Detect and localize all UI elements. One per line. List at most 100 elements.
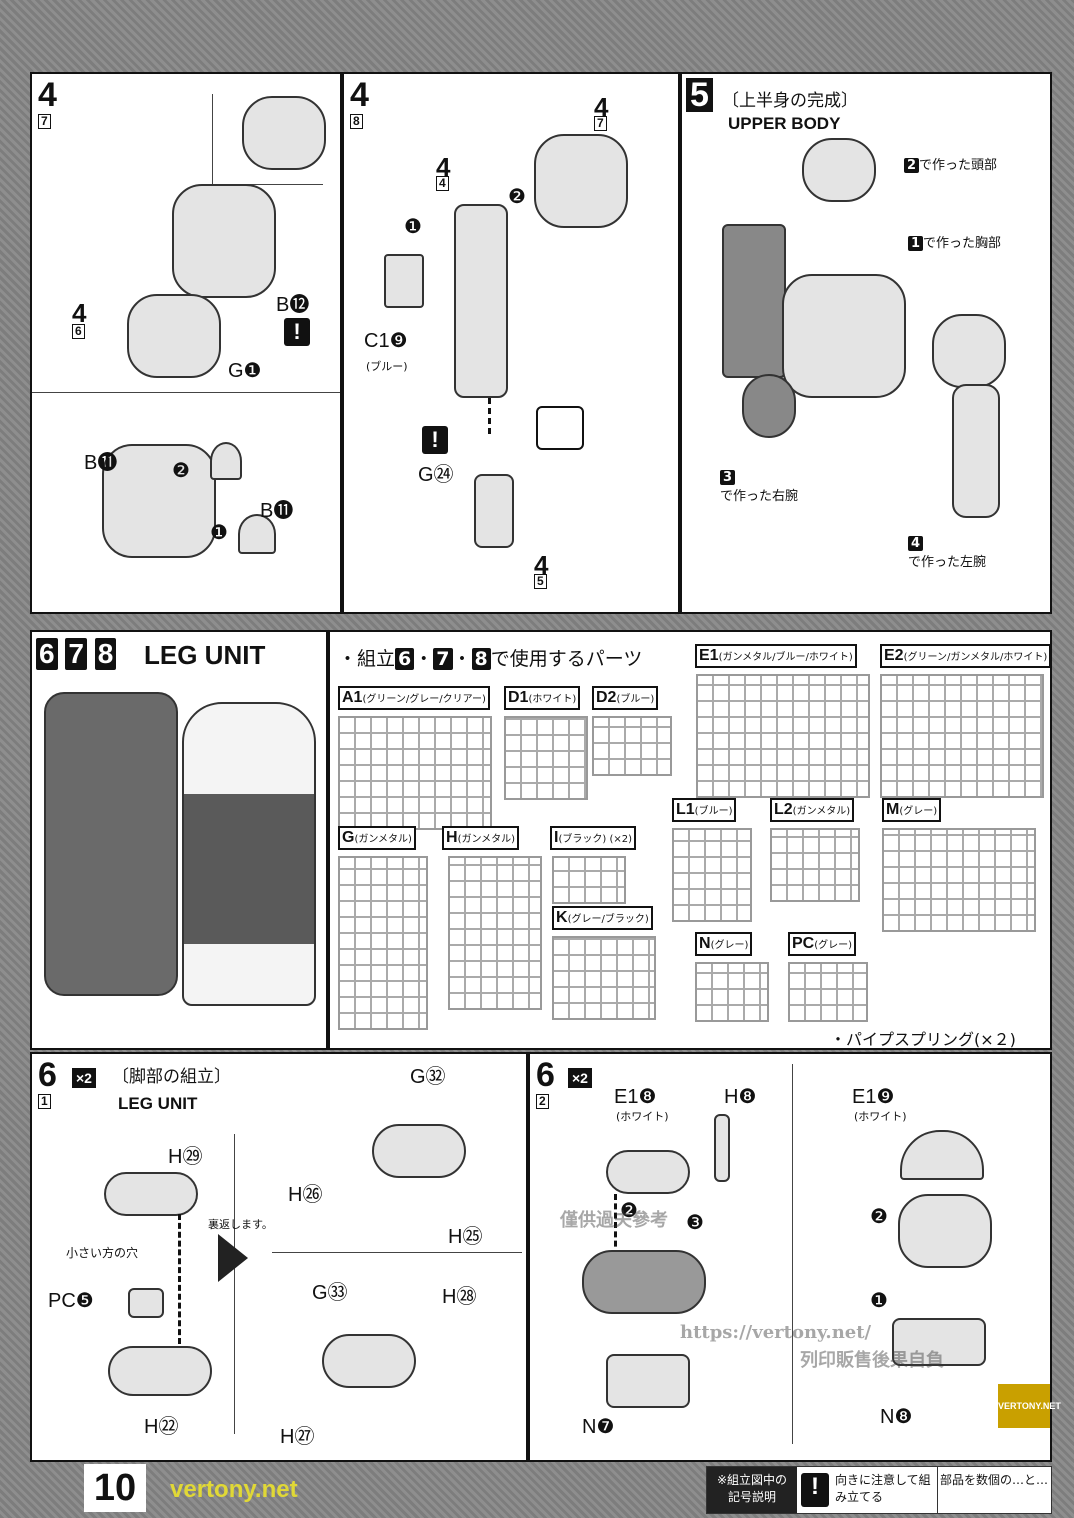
part-illustration bbox=[892, 1318, 986, 1366]
shield-illustration bbox=[722, 224, 786, 378]
arrow-step: ❶ bbox=[870, 1290, 888, 1312]
arrow-step: ❸ bbox=[686, 1212, 704, 1234]
watermark-url: https://vertony.net/ bbox=[680, 1322, 872, 1343]
runner-label-l2: L2(ガンメタル) bbox=[770, 798, 855, 822]
ref-substep: 5 bbox=[534, 574, 547, 589]
divider bbox=[272, 1252, 522, 1253]
runner-label-d1: D1(ホワイト) bbox=[504, 686, 581, 710]
runner-label-pc: PC(グレー) bbox=[788, 932, 857, 956]
arrow-step: ❷ bbox=[172, 460, 190, 482]
step-4-7-panel: 4 7 B⓬ ! G❶ 4 6 B⓫ B⓫ ❷ ❶ bbox=[30, 72, 342, 614]
ref-substep: 6 bbox=[72, 324, 85, 339]
flip-note: 裏返します。 bbox=[208, 1218, 273, 1231]
leg-photo-rear bbox=[44, 692, 178, 996]
step-number: 6 bbox=[38, 1056, 57, 1094]
divider bbox=[792, 1064, 793, 1444]
quantity-badge: ×2 bbox=[72, 1068, 96, 1088]
part-label: H㉕ bbox=[448, 1226, 483, 1248]
part-label: H㉙ bbox=[168, 1146, 203, 1168]
runner-i bbox=[552, 856, 626, 904]
arrow bbox=[614, 1194, 617, 1284]
runner-l2 bbox=[770, 828, 860, 902]
chest-illustration bbox=[782, 274, 906, 398]
substep: 2 bbox=[536, 1094, 549, 1109]
arrow-step: ❶ bbox=[404, 216, 422, 238]
substep: 8 bbox=[350, 114, 363, 129]
ref-step: 4 bbox=[72, 298, 87, 328]
divider bbox=[32, 392, 340, 393]
part-label: G㉜ bbox=[410, 1066, 446, 1088]
part-label: E1❾ bbox=[852, 1086, 895, 1108]
part-label: H㉖ bbox=[288, 1184, 323, 1206]
leg-unit-panel: 6 7 8 LEG UNIT bbox=[30, 630, 328, 1050]
arrow bbox=[178, 1214, 181, 1344]
runner-d2 bbox=[592, 716, 672, 776]
part-illustration bbox=[714, 1114, 730, 1182]
runner-a1 bbox=[338, 716, 492, 830]
part-label: C1❾ bbox=[364, 330, 408, 352]
part-illustration bbox=[102, 444, 216, 558]
legend-count-text: 部品を数個の…と… bbox=[937, 1467, 1051, 1513]
part-label: H❽ bbox=[724, 1086, 757, 1108]
divider bbox=[234, 1134, 235, 1434]
part-illustration bbox=[372, 1124, 466, 1178]
runner-label-h: H(ガンメタル) bbox=[442, 826, 520, 850]
substep: 7 bbox=[38, 114, 51, 129]
runner-label-m: M(グレー) bbox=[882, 798, 942, 822]
pipe-spring-note: ・パイプスプリング(×２) bbox=[830, 1030, 1016, 1049]
warning-icon: ! bbox=[284, 318, 310, 346]
step-4-8-panel: 4 8 4 4 4 7 ❶ ❷ C1❾ (ブルー) ! G㉔ 4 5 bbox=[342, 72, 680, 614]
part-illustration bbox=[534, 134, 628, 228]
part-illustration bbox=[108, 1346, 212, 1396]
hand-illustration bbox=[742, 374, 796, 438]
ref-substep: 4 bbox=[436, 176, 449, 191]
step-title-jp: 〔上半身の完成〕 bbox=[722, 91, 858, 111]
page-number: 10 bbox=[84, 1464, 146, 1512]
runner-g bbox=[338, 856, 428, 1030]
step-title-en: LEG UNIT bbox=[118, 1094, 198, 1113]
step-number: 4 bbox=[38, 76, 57, 114]
part-label: G❶ bbox=[228, 360, 262, 382]
runner-label-e1: E1(ガンメタル/ブルー/ホワイト) bbox=[695, 644, 857, 668]
runner-d1 bbox=[504, 716, 588, 800]
ref-step: 4 bbox=[436, 152, 451, 182]
part-illustration bbox=[454, 204, 508, 398]
part-illustration bbox=[322, 1334, 416, 1388]
part-illustration bbox=[384, 254, 424, 308]
runner-m bbox=[882, 828, 1036, 932]
runner-label-a1: A1(グリーン/グレー/クリアー) bbox=[338, 686, 490, 710]
runner-label-i: I(ブラック) (×2) bbox=[550, 826, 636, 850]
runner-e1 bbox=[696, 674, 870, 798]
part-label: H㉗ bbox=[280, 1426, 315, 1448]
part-label: G㉝ bbox=[312, 1282, 348, 1304]
step-title-jp: 〔脚部の組立〕 bbox=[112, 1067, 231, 1087]
arrow-step: ❷ bbox=[508, 186, 526, 208]
runner-label-d2: D2(ブルー) bbox=[592, 686, 659, 710]
substep: 1 bbox=[38, 1094, 51, 1109]
runner-label-k: K(グレー/ブラック) bbox=[552, 906, 653, 930]
arrow-step: ❷ bbox=[620, 1200, 638, 1222]
part-illustration bbox=[242, 96, 326, 170]
part-color: (ホワイト) bbox=[854, 1110, 907, 1123]
step-number: 4 bbox=[350, 76, 369, 114]
legend-title: ※組立図中の記号説明 bbox=[707, 1467, 797, 1513]
part-illustration bbox=[900, 1130, 984, 1180]
runner-e2 bbox=[880, 674, 1044, 798]
part-illustration bbox=[128, 1288, 164, 1318]
part-label: B⓫ bbox=[84, 452, 118, 474]
part-illustration bbox=[898, 1194, 992, 1268]
leg-photo-front bbox=[182, 702, 316, 1006]
quantity-badge: ×2 bbox=[568, 1068, 592, 1088]
part-label: G㉔ bbox=[418, 464, 454, 486]
step-6-2-panel: 6 ×2 2 E1❽ (ホワイト) H❽ ❷ ❸ N❼ E1❾ (ホワイト) ❷… bbox=[528, 1052, 1061, 1462]
detail-inset bbox=[212, 94, 323, 185]
part-illustration bbox=[606, 1354, 690, 1408]
legend-warn-text: 向きに注意して組み立てる bbox=[835, 1473, 931, 1504]
part-illustration bbox=[127, 294, 221, 378]
part-label: H㉘ bbox=[442, 1286, 477, 1308]
detail-callout bbox=[536, 406, 584, 450]
